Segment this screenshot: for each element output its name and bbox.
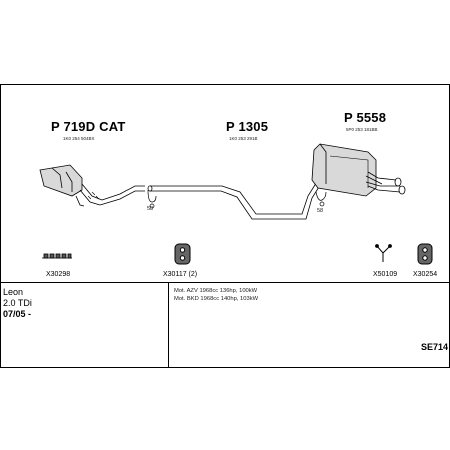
accessory-icon-x30254 [417,243,433,265]
vehicle-year-from: 07/05 - [3,309,32,319]
part-ref-p719d-cat: 1K0 254 504BX [63,136,95,141]
hanger-right [315,191,327,207]
part-code-p719d-cat: P 719D CAT [51,119,126,134]
part-code-p1305: P 1305 [226,119,269,134]
engine-note: Mot. AZV 1968cc 136hp, 100kW [174,288,258,294]
accessory-code: X30298 [46,271,71,278]
middle-pipe-part [147,178,324,220]
hanger-label-right: 58 [317,208,324,214]
accessory-code: X30254 [413,271,438,278]
accessory-icon-x50109 [375,244,392,262]
hanger-left [147,189,157,209]
vehicle-model: Leon [3,287,24,297]
accessory-code: X50109 [373,271,398,278]
engine-note: Mot. BKD 1968cc 140hp, 103kW [174,296,259,302]
part-ref-p1305: 1K0 253 291B [229,136,258,141]
diagram-id: SE714 [421,342,449,352]
accessory-icon-x30117 [174,243,191,265]
vehicle-engine: 2.0 TDi [3,298,32,308]
part-code-p5558: P 5558 [344,110,387,125]
accessory-icon-x30298 [42,253,72,259]
catalytic-converter-part [39,164,145,207]
accessory-code: X30117 (2) [163,271,198,278]
part-ref-p5558: 5P0 253 181BB [346,127,378,132]
hanger-label-left: 58 [147,206,154,212]
rear-silencer-part [311,143,406,197]
